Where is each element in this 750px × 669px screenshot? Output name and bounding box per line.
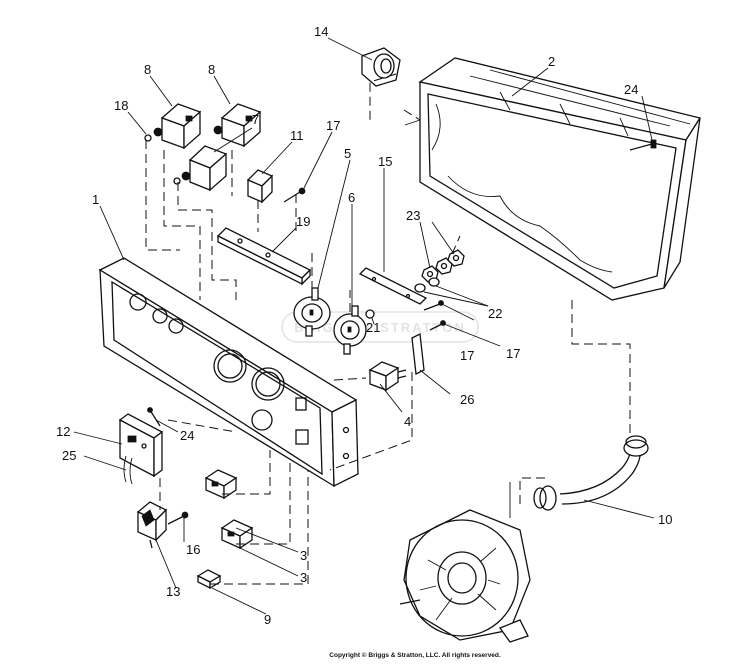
callout-14: 14: [314, 24, 328, 39]
callout-16: 16: [186, 542, 200, 557]
callout-3: 3: [300, 548, 307, 563]
mounting-bracket-19: [216, 227, 312, 286]
bus-bar-15: [358, 267, 428, 305]
nuts-23: [421, 249, 465, 283]
callout-22: 22: [488, 306, 502, 321]
callout-8: 8: [144, 62, 151, 77]
strap-26: [411, 333, 425, 375]
callout-10: 10: [658, 512, 672, 527]
circuit-breaker-7: [173, 145, 228, 192]
switch-4: [368, 361, 407, 392]
screw-24-top: [629, 139, 657, 151]
callout-24: 24: [180, 428, 194, 443]
callout-9: 9: [264, 612, 271, 627]
callout-4: 4: [404, 414, 411, 429]
leader-lines: [73, 37, 655, 615]
callout-12: 12: [56, 424, 70, 439]
callout-17: 17: [326, 118, 340, 133]
callout-2: 2: [548, 54, 555, 69]
callout-5: 5: [344, 146, 351, 161]
callout-24: 24: [624, 82, 638, 97]
callout-18: 18: [114, 98, 128, 113]
callout-labels: 14 2 24 8 8 18 7 11 17 5 15 6 1 19 23 21…: [56, 24, 672, 627]
callout-21: 21: [366, 320, 380, 335]
grommet-14: [361, 47, 401, 87]
assembly-paths: [145, 73, 631, 585]
callout-17: 17: [460, 348, 474, 363]
screw-17-upper: [283, 187, 306, 203]
callout-23: 23: [406, 208, 420, 223]
callout-7: 7: [252, 112, 259, 127]
circuit-board-12: [118, 413, 164, 485]
callout-15: 15: [378, 154, 392, 169]
rocker-switch-13: [136, 501, 168, 549]
screw-24-lower: [147, 407, 161, 427]
callout-6: 6: [348, 190, 355, 205]
alternator-housing: [399, 509, 531, 643]
control-box-housing: [404, 57, 702, 301]
callout-13: 13: [166, 584, 180, 599]
callout-1: 1: [92, 192, 99, 207]
receptacle-6: [333, 305, 367, 355]
callout-17: 17: [506, 346, 520, 361]
circuit-breaker-8-left: [144, 103, 202, 150]
socket-3-upper: [204, 469, 238, 500]
callout-8: 8: [208, 62, 215, 77]
circuit-breaker-8-right: [213, 103, 262, 148]
copyright-notice: Copyright © Briggs & Stratton, LLC. All …: [329, 652, 501, 659]
callout-25: 25: [62, 448, 76, 463]
control-panel-1: [98, 257, 359, 488]
receptacle-5: [293, 287, 331, 337]
callout-11: 11: [290, 128, 304, 143]
cap-9: [196, 569, 222, 590]
callout-3: 3: [300, 570, 307, 585]
washer-21: [365, 309, 375, 319]
cable-10: [509, 435, 649, 518]
screw-16: [167, 511, 189, 525]
callout-19: 19: [296, 214, 310, 229]
washers-22: [414, 277, 440, 293]
cover-block-11: [246, 169, 274, 204]
callout-26: 26: [460, 392, 474, 407]
